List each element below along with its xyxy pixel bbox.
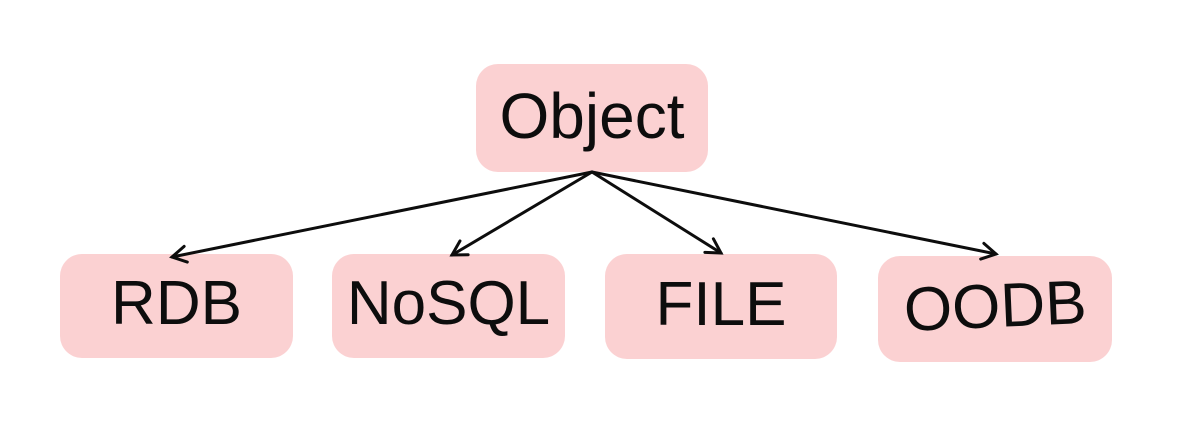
node-nosql-label: NoSQL: [346, 269, 551, 338]
node-object-label: Object: [499, 80, 685, 152]
node-nosql: NoSQL: [332, 254, 565, 358]
node-oodb-label: OODB: [902, 268, 1088, 345]
node-file-label: FILE: [655, 269, 787, 339]
arrow-object-to-file: [590, 170, 724, 255]
node-object: Object: [476, 64, 708, 172]
node-rdb: RDB: [60, 254, 293, 358]
arrow-object-to-nosql: [449, 170, 594, 257]
arrow-object-to-oodb: [590, 170, 999, 261]
node-file: FILE: [605, 254, 837, 359]
arrow-object-to-rdb: [169, 170, 594, 264]
node-oodb: OODB: [878, 256, 1112, 362]
node-rdb-label: RDB: [111, 269, 242, 338]
